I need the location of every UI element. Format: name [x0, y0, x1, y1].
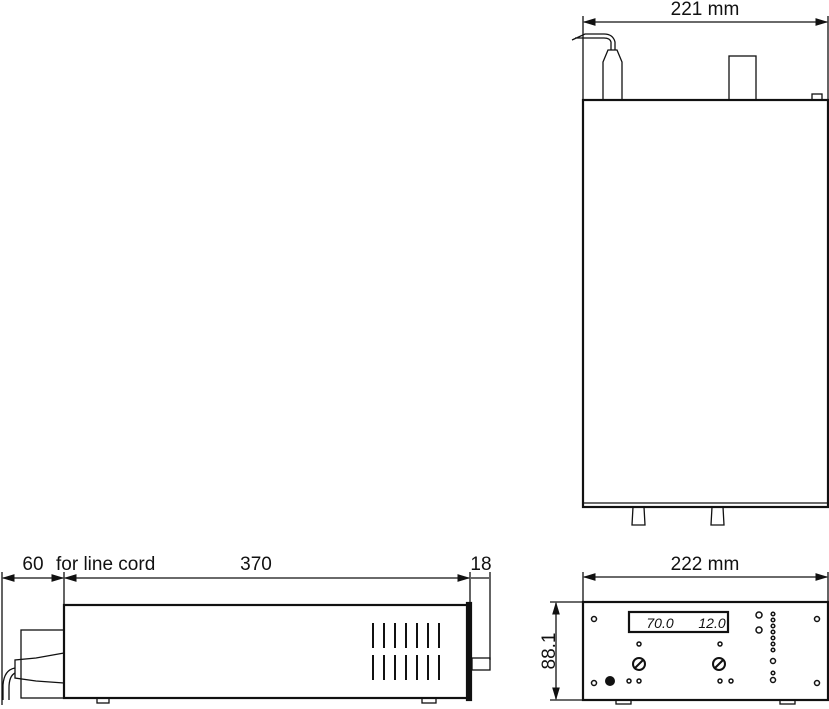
height-label: 88.1	[539, 633, 560, 670]
depth-label: 370	[240, 554, 272, 575]
side-view-body	[62, 603, 471, 700]
button[interactable]	[755, 626, 763, 634]
cord-plug-side	[14, 652, 65, 684]
rear-terminal	[811, 93, 823, 101]
power-switch[interactable]	[605, 676, 615, 686]
jack	[636, 678, 642, 684]
front-view: 222 mm 88.1 70.0 12.0	[539, 554, 829, 705]
button[interactable]	[755, 611, 763, 619]
foot	[615, 699, 632, 705]
foot	[96, 697, 110, 704]
jack	[626, 678, 632, 684]
front-knob	[631, 506, 646, 526]
line-cord	[571, 33, 616, 50]
top-view-body	[581, 98, 829, 509]
rear-connector	[728, 55, 757, 101]
top-width-label: 221 mm	[671, 0, 740, 20]
display-current: 12.0	[698, 615, 725, 631]
voltage-knob[interactable]	[632, 657, 646, 671]
screw-icon	[813, 615, 821, 623]
top-view: 221 mm	[571, 0, 829, 526]
knob-side	[471, 657, 491, 671]
front-panel	[581, 600, 829, 702]
front-knob	[710, 506, 725, 526]
foot	[779, 699, 796, 705]
front-width-label: 222 mm	[671, 554, 740, 575]
cord-length-text: for line cord	[56, 554, 155, 575]
front-panel-edge	[465, 601, 473, 702]
indicator-led	[636, 641, 642, 647]
screw-icon	[590, 679, 598, 687]
vent-slots	[372, 623, 440, 680]
cord-clearance-box	[20, 629, 65, 699]
foot	[421, 697, 437, 704]
screw-icon	[813, 679, 821, 687]
screw-icon	[590, 615, 598, 623]
knob-depth-label: 18	[470, 554, 491, 575]
indicator-led	[717, 641, 723, 647]
display-voltage: 70.0	[646, 615, 673, 631]
cord-plug	[602, 49, 623, 100]
current-knob[interactable]	[712, 657, 726, 671]
jack	[717, 678, 723, 684]
jack	[728, 678, 734, 684]
display	[627, 610, 730, 634]
line-cord-side	[2, 667, 16, 700]
cord-length-value: 60	[22, 554, 43, 575]
side-view: 60 for line cord 370 18	[1, 554, 492, 705]
